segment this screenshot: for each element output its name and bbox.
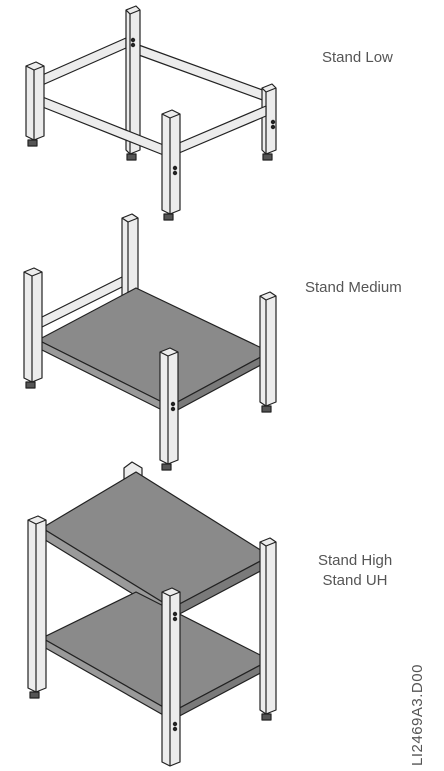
stand-high-drawing — [27, 461, 277, 767]
stand-low-label: Stand Low — [322, 49, 393, 66]
stand-high-label: Stand High Stand UH — [318, 551, 392, 591]
stand-uh-text: Stand UH — [322, 572, 388, 589]
stand-low-drawing — [25, 5, 277, 221]
stand-medium-drawing — [23, 213, 277, 471]
document-id: LI2469A3.D00 — [409, 664, 426, 766]
stand-medium-label: Stand Medium — [305, 279, 402, 296]
stand-high-text: Stand High — [318, 552, 393, 569]
